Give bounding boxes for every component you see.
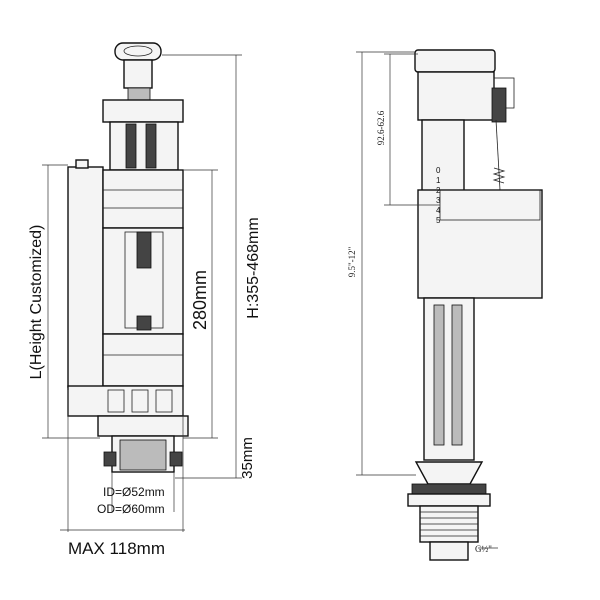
scale-mark-1: 1 <box>436 176 441 185</box>
max-width-label: MAX 118mm <box>68 539 165 558</box>
level-scale: 0 1 2 3 4 5 <box>436 166 441 225</box>
height-label: L(Height Customized) <box>28 225 45 380</box>
fill-valve-head <box>414 49 496 73</box>
float-block <box>417 189 543 299</box>
inner-diameter-label: ID=Ø52mm <box>103 485 165 499</box>
scale-mark-4: 4 <box>436 206 441 215</box>
valve-base <box>97 415 189 437</box>
scale-mark-5: 5 <box>436 216 441 225</box>
adjust-range-label: 92.6-62.6 <box>376 110 386 145</box>
fill-valve-drawing <box>407 49 543 561</box>
height-range-label: 9.5"-12" <box>347 246 357 277</box>
left-dimensions <box>42 54 242 532</box>
overflow-tube <box>67 166 104 388</box>
push-button <box>114 42 162 61</box>
valve-length-label: 280mm <box>190 270 210 330</box>
scale-mark-2: 2 <box>436 186 441 195</box>
outer-diameter-label: OD=Ø60mm <box>97 502 165 516</box>
scale-mark-0: 0 <box>436 166 441 175</box>
flush-valve-drawing <box>67 42 189 473</box>
right-dimensions <box>356 51 498 549</box>
valve-body <box>102 169 184 229</box>
thread-size-label: G½" <box>475 544 492 554</box>
total-height-label: H:355-468mm <box>245 217 262 318</box>
valve-stem <box>423 297 475 461</box>
thread-length-label: 35mm <box>239 437 256 479</box>
scale-mark-3: 3 <box>436 196 441 205</box>
